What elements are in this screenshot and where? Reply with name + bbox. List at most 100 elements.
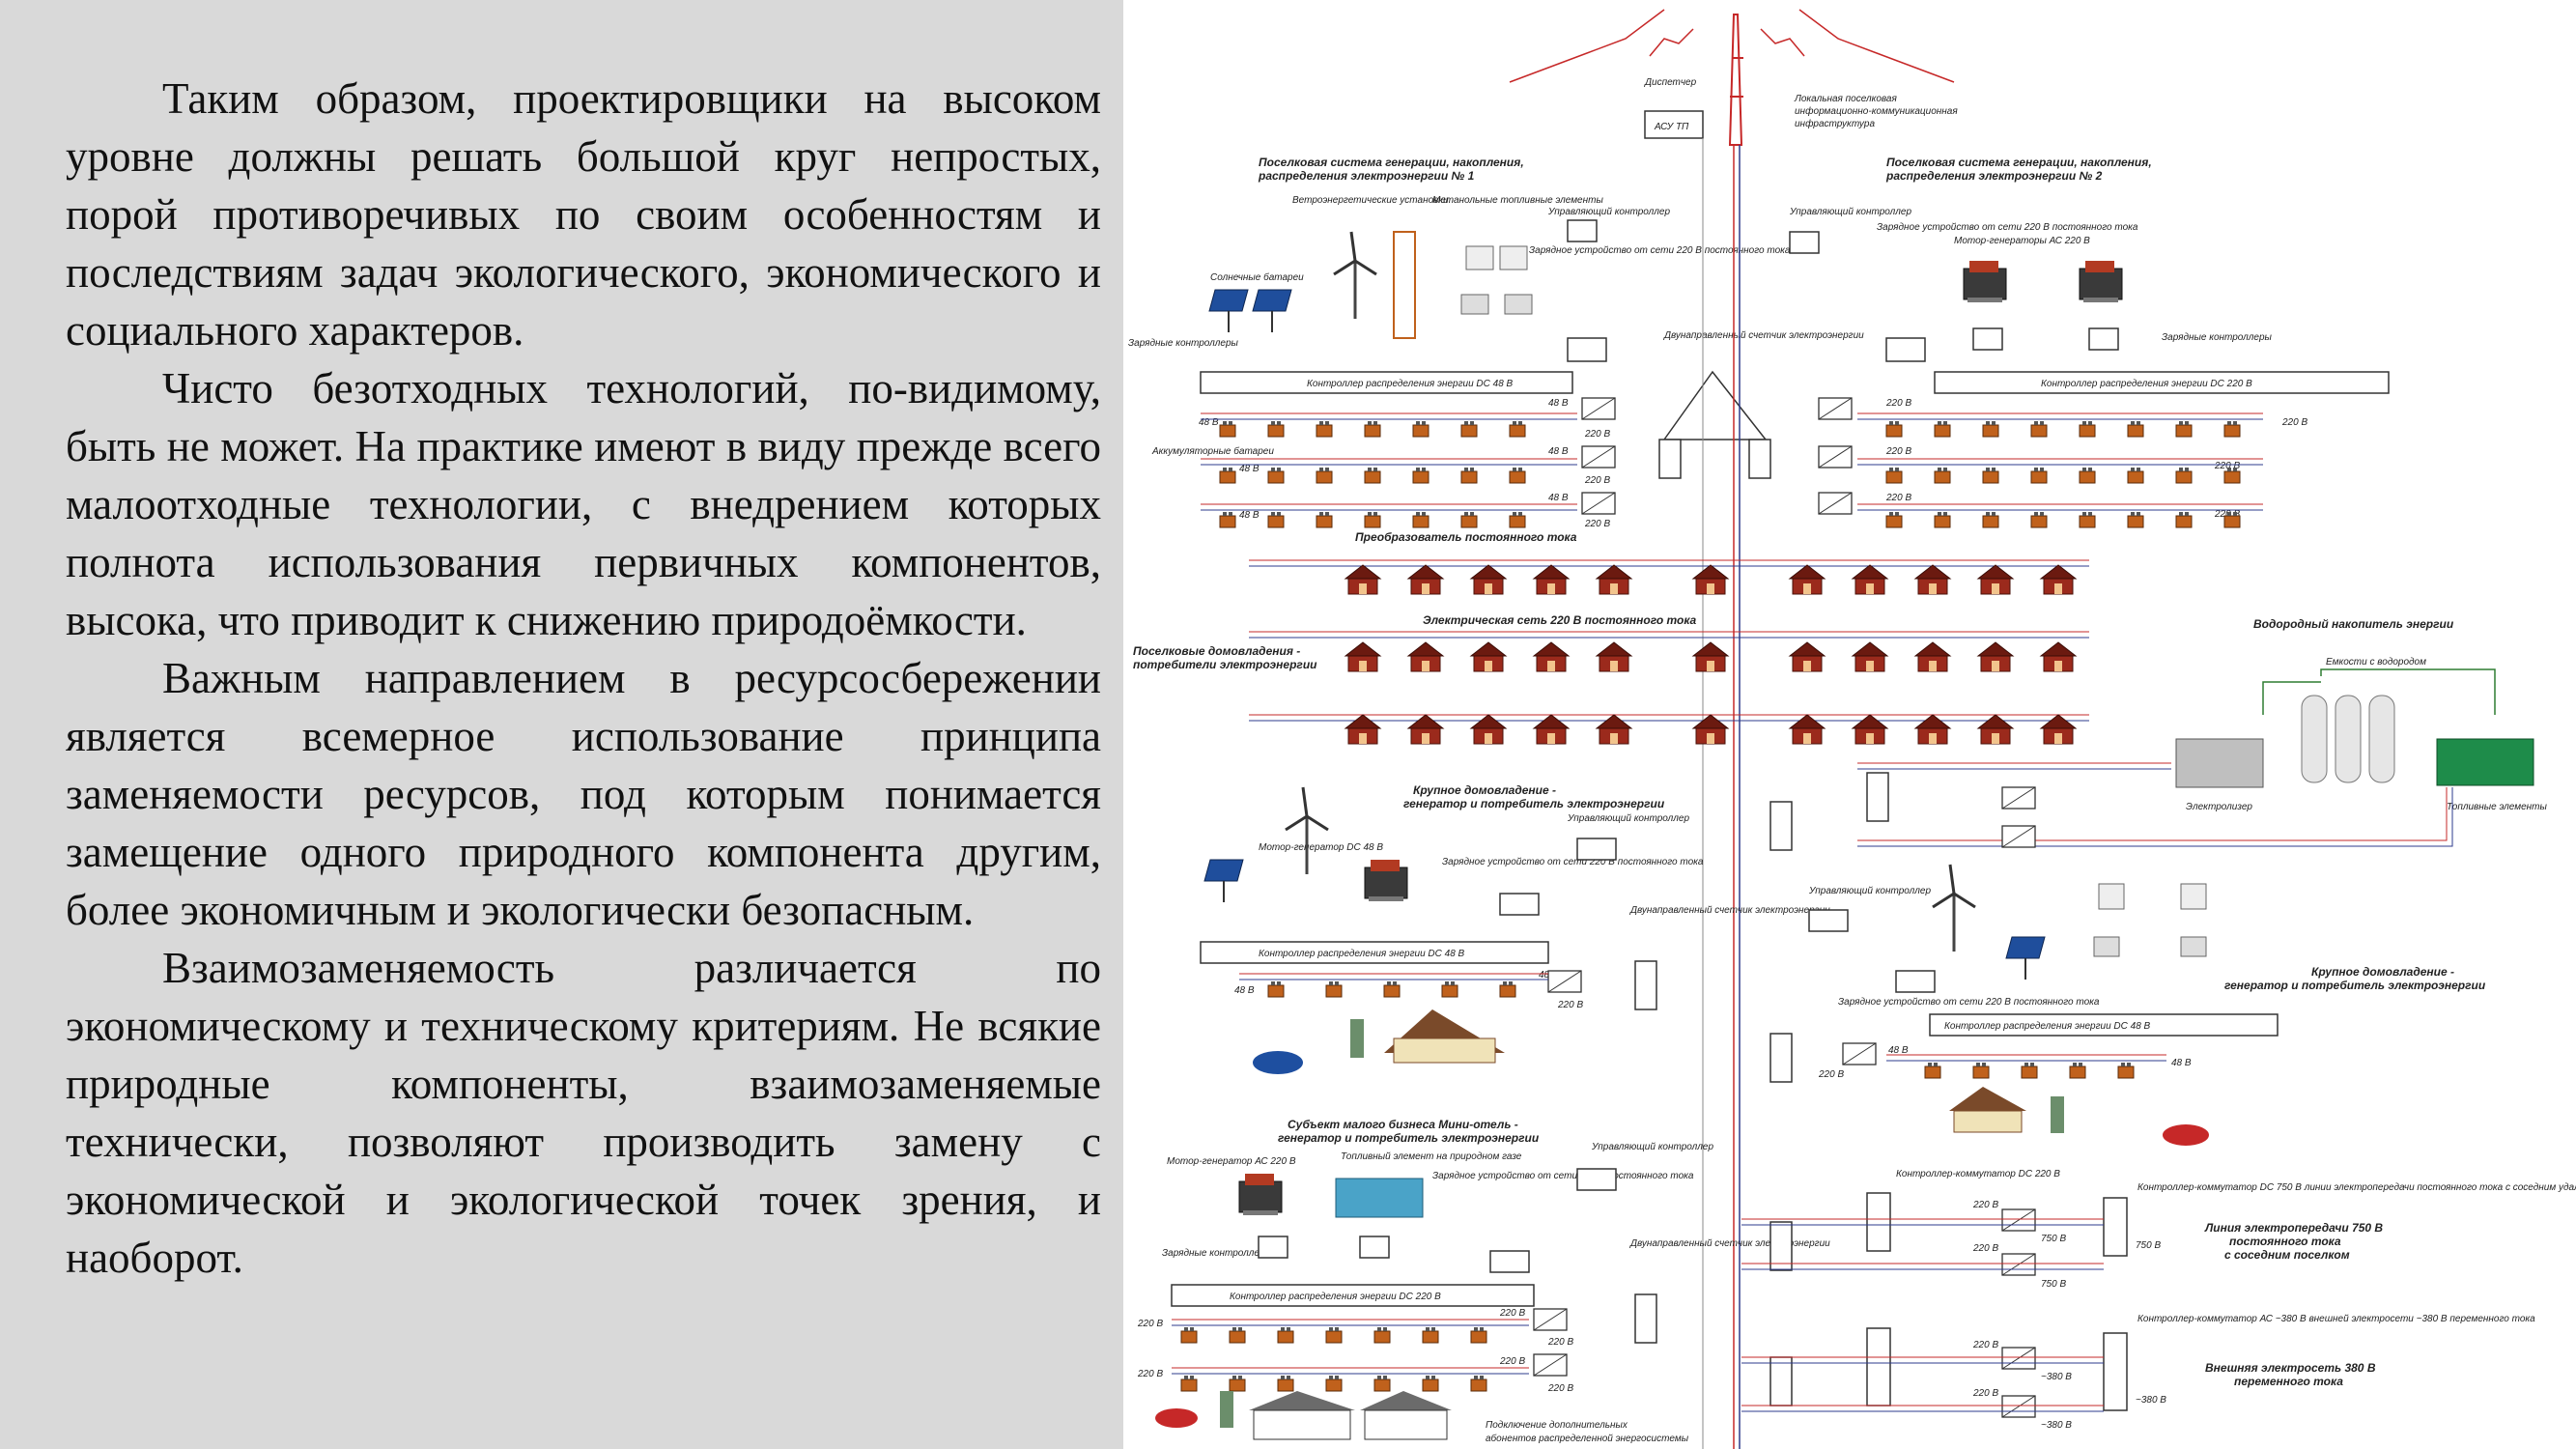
switch-box [1769,1221,1793,1271]
v220-label: 220 В [1557,1000,1583,1010]
v220-label: 220 В [1584,519,1610,529]
charger-box-3 [1499,893,1540,916]
v220-label: 220 В [1547,1383,1573,1394]
dispatcher-label: Диспетчер [1644,77,1697,88]
charger-box-2 [1885,337,1926,362]
v220-label: 220 В [1818,1069,1844,1080]
v220-label: 220 В [1547,1337,1573,1348]
dc-converter-icon [1533,1353,1568,1377]
bidir-meter-label-2: Двунаправленный счетчик электроэнергии [1629,905,1830,916]
dc-converter-icon [1547,970,1582,993]
dc48-controller-bar-2 [1200,941,1549,964]
v380-label: ~380 В [2041,1372,2072,1382]
v220-label: 220 В [1885,398,1911,409]
dc-converter-icon [1581,445,1616,469]
paragraph-4: Взаимозаменяемость различается по эконом… [66,944,1101,1282]
meter-box [1748,439,1771,479]
v220-label: 220 В [1885,446,1911,457]
switch-box [1769,1033,1793,1083]
charger-box-4 [1895,970,1936,993]
v750-label: 750 В [2136,1240,2161,1251]
v48-label: 48 В [1199,417,1219,428]
meter-box [1634,1293,1657,1344]
charger-label-4: Зарядное устройство от сети 220 В постоя… [1838,997,2100,1008]
hydrogen-tanks-icon [2301,695,2395,783]
wind-label: Ветроэнергетические установки [1292,195,1449,206]
fuel-cell-icon [1465,245,1494,270]
electrolyzer-label: Электролизер [2186,802,2252,812]
dc48-controller-bar-3 [1929,1013,2279,1037]
dc-converter-icon [1581,492,1616,515]
charge-ctrl-label-5: Зарядные контроллеры [1162,1248,1273,1259]
house-row-1 [1345,564,2077,595]
car-icon [1155,1408,1198,1428]
switch750-label: Контроллер-коммутатор DC 750 В линии эле… [2137,1182,2576,1193]
switch-label: Контроллер-коммутатор DC 220 В [1896,1169,2060,1179]
motor-generator-icon [1963,260,2007,303]
v220-label: 220 В [2214,461,2240,471]
connect-label-2: абонентов распределенной энергосистемы [1486,1433,1689,1444]
fuel-cell-stack-icon [2436,738,2534,786]
v380-label: ~380 В [2136,1395,2166,1406]
switch-box [2103,1332,2128,1411]
wind-turbine-icon [1332,230,1378,321]
charger-label-5: Зарядное устройство от сети 220 В постоя… [1432,1171,1694,1181]
charge-ctrl-label-2: Зарядные контроллеры [2162,332,2273,343]
dc-converter-icon [1581,397,1616,420]
big-house-wall [1953,1110,2023,1133]
charger-label-3: Зарядное устройство от сети 220 В постоя… [1442,857,1704,867]
v48-label: 48 В [1239,510,1260,521]
charger-station-icon [1350,1019,1364,1058]
v220-label: 220 В [1972,1243,1998,1254]
dc220-controller-bar-1 [1934,371,2390,394]
small-business-label-2: генератор и потребитель электроэнергии [1278,1131,1540,1145]
battery-label: Аккумуляторные батареи [1151,445,1274,457]
paragraph-2: Чисто безотходных технологий, по-видимом… [66,364,1101,644]
control-ctrl-label-1: Управляющий контроллер [1547,207,1670,217]
battery-bank-2 [1885,420,2241,528]
control-ctrl-box-2 [1789,231,1820,254]
charger-box-5 [1489,1250,1530,1273]
control-ctrl-box-5 [1576,1168,1617,1191]
big-house1-label-2: генератор и потребитель электроэнергии [1403,797,1665,810]
v750-label: 750 В [2041,1234,2066,1244]
dc48-controller-label-2: Контроллер распределения энергии DC 48 В [1259,949,1465,959]
text-block: Таким образом, проектировщики на высоком… [66,70,1101,1287]
v48-label: 48 В [1548,446,1569,457]
motor-dc48-label: Мотор-генератор DC 48 В [1259,842,1383,853]
charger-label: Зарядное устройство от сети 220 В постоя… [1529,245,1791,256]
meter-icon [1460,294,1489,315]
v220-label: 220 В [1137,1319,1163,1329]
motor-generator-icon [1364,859,1408,902]
gas-fuel-label: Топливный элемент на природном газе [1341,1151,1522,1162]
battery-bank-3 [1267,980,1516,998]
dc-converter-icon [1818,397,1853,420]
v220-label: 220 В [2281,417,2307,428]
meter-icon [1504,294,1533,315]
charger-station-icon [1220,1391,1233,1428]
dc220-controller-label-1: Контроллер распределения энергии DC 220 … [2041,379,2252,389]
meter-icon [2093,936,2120,957]
hotel-icon [1364,1409,1448,1440]
v220-label: 220 В [1584,475,1610,486]
charger-label-2: Зарядное устройство от сети 220 В постоя… [1877,222,2138,233]
solar-label: Солнечные батареи [1210,271,1304,283]
network220-label: Электрическая сеть 220 В постоянного ток… [1423,613,1697,627]
fuel-cells-label: Топливные элементы [2447,802,2547,812]
methanol-label: Метанольные топливные элементы [1432,195,1603,206]
car-icon [2163,1124,2209,1146]
switch380-label: Контроллер-коммутатор АС ~380 В внешней … [2137,1314,2535,1324]
v48-label: 48 В [1548,493,1569,503]
line750-label-3: с соседним поселком [2224,1248,2350,1262]
house-row-2 [1345,641,2077,672]
line750-label-1: Линия электропередачи 750 В [2204,1221,2383,1235]
v220-label: 220 В [1499,1308,1525,1319]
line750-label-2: постоянного тока [2229,1235,2341,1248]
meter-box [1658,439,1682,479]
ext380-label-1: Внешняя электросеть 380 В [2205,1361,2376,1375]
hydrogen-label: Водородный накопитель энергии [2253,617,2454,631]
solar-panel-icon [1252,289,1292,333]
bidir-meter-label-3: Двунаправленный счетчик электроэнергии [1629,1238,1830,1249]
antenna-tower-icon [1509,9,1955,146]
v380-label: ~380 В [2041,1420,2072,1431]
